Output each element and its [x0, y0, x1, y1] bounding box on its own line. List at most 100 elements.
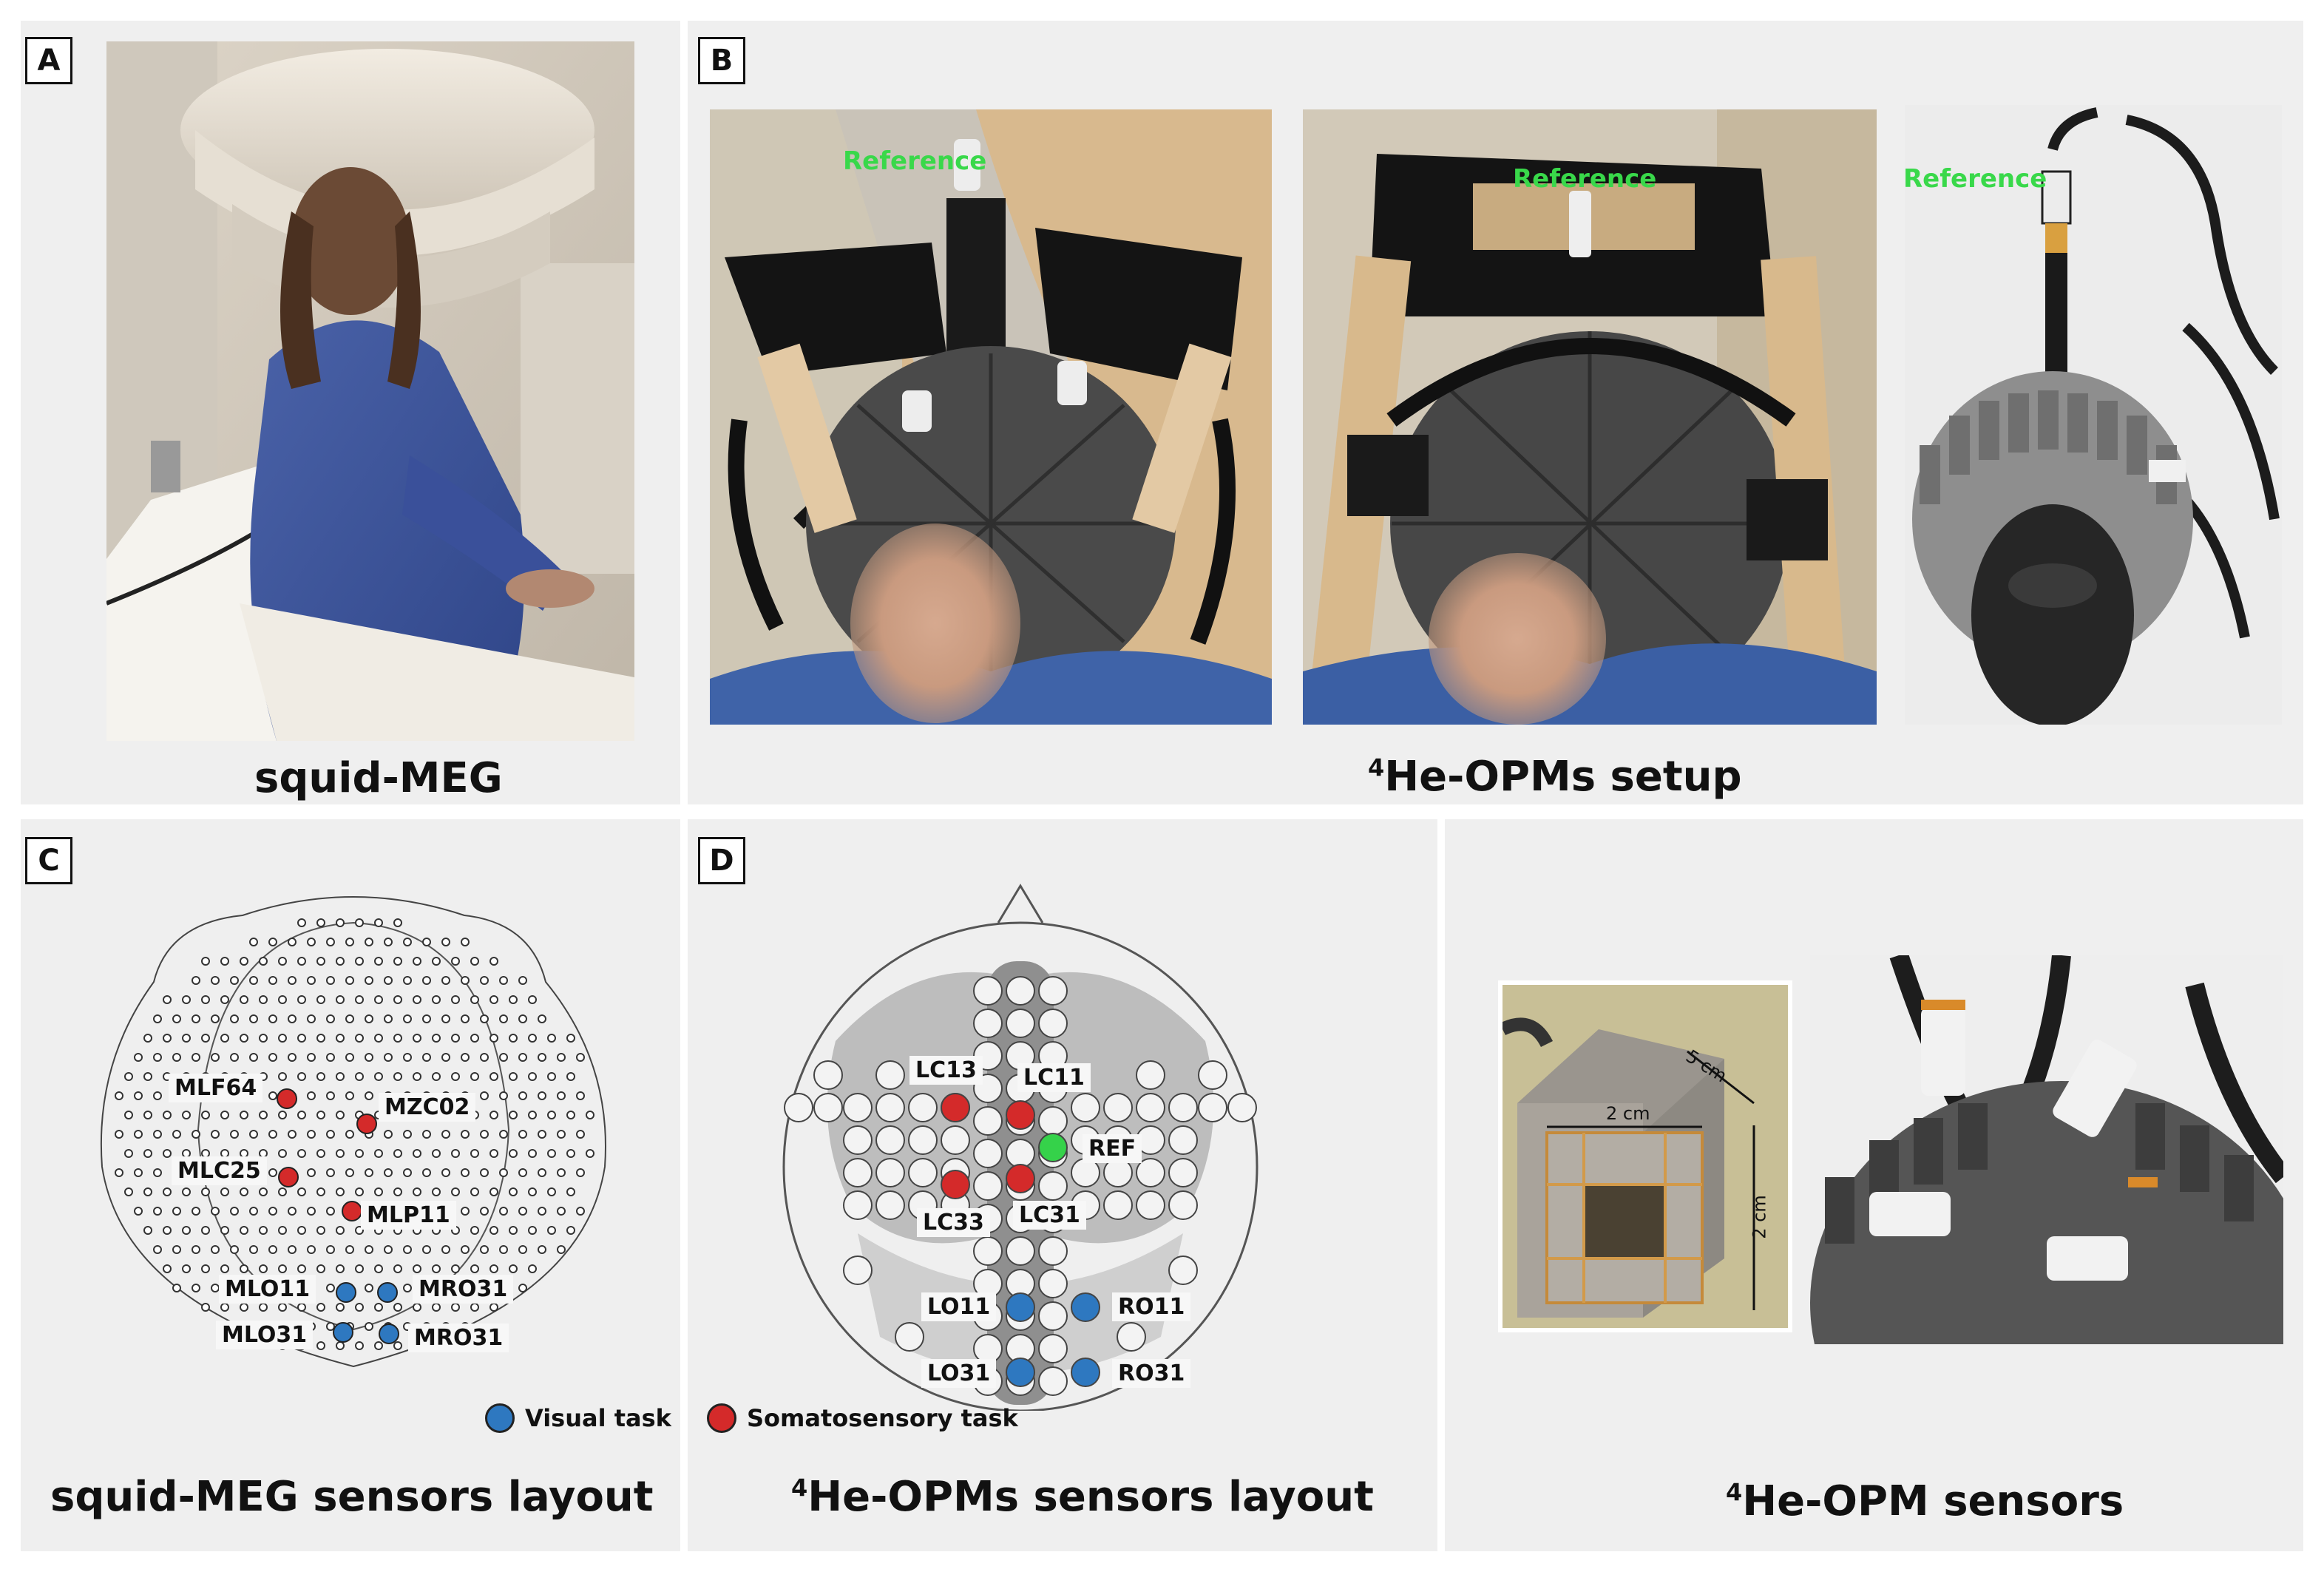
squid-sensor-dot	[172, 1207, 181, 1216]
squid-sensor-dot	[499, 1053, 508, 1062]
opm-sensor-dot	[1038, 1236, 1068, 1266]
squid-sensor-dot	[240, 1226, 248, 1235]
opm-sensor-dot	[1071, 1093, 1100, 1122]
squid-sensor-dot	[557, 1245, 566, 1254]
squid-selected-sensor-red	[277, 1088, 297, 1109]
squid-selected-sensor-blue	[379, 1324, 399, 1344]
opm-selected-sensor-blue	[1006, 1358, 1035, 1387]
squid-sensor-dot	[413, 1264, 421, 1273]
legend-visual-text: Visual task	[525, 1404, 671, 1432]
opm-sensor-dot	[1136, 1158, 1165, 1187]
legend-somato-dot	[707, 1403, 736, 1433]
opm-selected-sensor-blue	[1071, 1358, 1100, 1387]
squid-sensor-dot	[374, 1264, 383, 1273]
sensor-label-mlo31: MLO31	[216, 1321, 314, 1349]
opm-sensor-dot	[1168, 1125, 1198, 1155]
opm-selected-sensor-blue	[1006, 1292, 1035, 1322]
squid-sensor-dot	[547, 1111, 556, 1119]
reference-label-2: Reference	[1513, 164, 1657, 194]
squid-meg-photo-drawing	[106, 41, 634, 741]
squid-sensor-dot	[441, 1168, 450, 1177]
squid-sensor-dot	[278, 1187, 287, 1196]
squid-sensor-dot	[509, 1226, 518, 1235]
opm-sensor-dot	[973, 1009, 1003, 1038]
squid-sensor-dot	[518, 1168, 527, 1177]
squid-sensor-dot	[220, 1264, 229, 1273]
sensor-label-mro31-top: MRO31	[413, 1275, 514, 1304]
squid-sensor-dot	[316, 1072, 325, 1081]
squid-sensor-dot	[576, 1207, 585, 1216]
squid-sensor-dot	[153, 1245, 162, 1254]
squid-sensor-dot	[576, 1130, 585, 1139]
squid-sensor-dot	[143, 1149, 152, 1158]
opm-sensor-dot	[1006, 1236, 1035, 1266]
squid-sensor-dot	[432, 1034, 441, 1043]
squid-sensor-dot	[297, 1149, 306, 1158]
squid-sensor-dot	[143, 1072, 152, 1081]
opm-sensor-dot	[1168, 1255, 1198, 1285]
squid-sensor-dot	[557, 1091, 566, 1100]
squid-sensor-dot	[528, 1034, 537, 1043]
squid-sensor-dot	[432, 1264, 441, 1273]
squid-sensor-dot	[528, 1149, 537, 1158]
squid-sensor-dot	[538, 1245, 546, 1254]
panel-e-caption-superscript: 4	[1726, 1478, 1743, 1507]
squid-sensor-dot	[470, 1226, 479, 1235]
opm-sensor-dot	[1038, 1301, 1068, 1331]
squid-sensor-dot	[566, 1111, 575, 1119]
squid-sensor-dot	[461, 1014, 470, 1023]
blurred-face-2	[1429, 553, 1606, 725]
squid-selected-sensor-red	[278, 1167, 299, 1187]
squid-sensor-dot	[509, 1034, 518, 1043]
squid-sensor-dot	[499, 1207, 508, 1216]
opm-sensor-dot	[1136, 1060, 1165, 1090]
panel-d-caption-text: He-OPMs sensors layout	[807, 1473, 1374, 1521]
squid-sensor-dot	[201, 957, 210, 966]
squid-sensor-dot	[192, 1130, 200, 1139]
opm-setup-photo-2-drawing	[1303, 109, 1877, 725]
squid-sensor-dot	[355, 1149, 364, 1158]
squid-sensor-dot	[432, 957, 441, 966]
squid-sensor-dot	[345, 1014, 354, 1023]
squid-sensor-dot	[566, 1072, 575, 1081]
squid-sensor-dot	[345, 976, 354, 985]
squid-sensor-dot	[211, 1014, 220, 1023]
squid-sensor-dot	[451, 1072, 460, 1081]
blurred-face-1	[850, 523, 1020, 723]
squid-sensor-dot	[489, 1226, 498, 1235]
squid-sensor-dot	[441, 938, 450, 946]
squid-sensor-dot	[403, 938, 412, 946]
squid-sensor-dot	[163, 1264, 172, 1273]
panel-b: B Reference	[688, 21, 2303, 804]
squid-sensor-dot	[220, 1111, 229, 1119]
opm-sensor-dot	[843, 1255, 873, 1285]
squid-selected-sensor-red	[356, 1114, 377, 1134]
squid-sensor-dot	[345, 1168, 354, 1177]
squid-sensor-dot	[538, 1168, 546, 1177]
squid-sensor-dot	[211, 1284, 220, 1292]
squid-sensor-dot	[240, 1303, 248, 1312]
squid-sensor-dot	[316, 957, 325, 966]
squid-sensor-dot	[393, 1034, 402, 1043]
squid-sensor-dot	[480, 1053, 489, 1062]
squid-sensor-dot	[278, 957, 287, 966]
squid-sensor-dot	[316, 1264, 325, 1273]
panel-d-caption-superscript: 4	[791, 1474, 808, 1502]
squid-sensor-dot	[586, 1111, 594, 1119]
squid-sensor-dot	[393, 957, 402, 966]
opm-sensor-dot	[908, 1158, 938, 1187]
opm-label-ref: REF	[1083, 1134, 1142, 1163]
squid-sensor-dot	[461, 1207, 470, 1216]
squid-sensor-dot	[470, 1303, 479, 1312]
opm-setup-photo-1	[710, 109, 1272, 725]
squid-sensor-dot	[134, 1091, 143, 1100]
squid-sensor-dot	[355, 1264, 364, 1273]
squid-sensor-dot	[143, 1187, 152, 1196]
squid-sensor-dot	[307, 1168, 316, 1177]
opm-selected-sensor-red	[1006, 1164, 1035, 1193]
squid-sensor-dot	[240, 1187, 248, 1196]
opm-sensor-dot	[1038, 1366, 1068, 1396]
squid-sensor-dot	[297, 1187, 306, 1196]
squid-sensor-dot	[432, 1149, 441, 1158]
opm-label-ro31: RO31	[1112, 1359, 1191, 1388]
